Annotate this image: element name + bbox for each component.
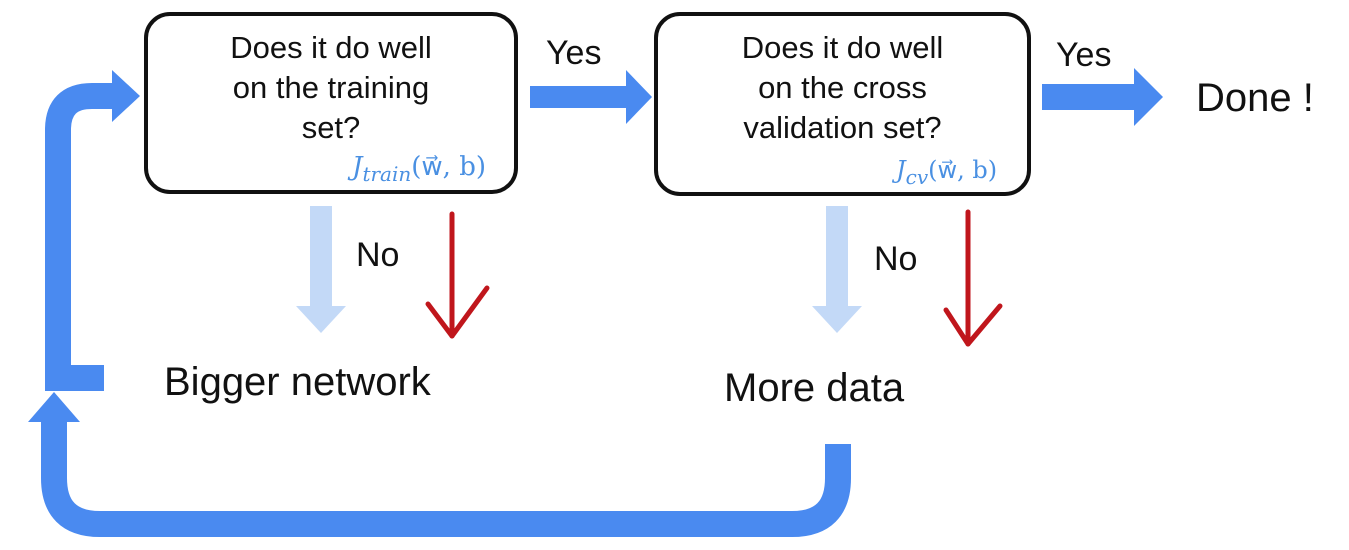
no-label-1: No (356, 236, 400, 274)
training-formula-subscript: train (362, 162, 412, 186)
training-question-line-3: set? (301, 110, 361, 145)
training-formula-j: J (352, 152, 363, 182)
training-decision-box (144, 12, 518, 194)
cv-question-line-3: validation set? (743, 110, 942, 145)
cv-cost-formula: Jcv(w⃗, b) (896, 156, 997, 189)
yes-arrow-2 (1042, 68, 1163, 126)
cv-question-line-2: on the cross (758, 70, 927, 105)
more-data-label: More data (724, 366, 905, 410)
loop-arrow-bigger-network (45, 70, 140, 391)
cv-decision-box (654, 12, 1031, 196)
cv-question-line-1: Does it do well (741, 30, 944, 65)
red-down-arrow-1 (425, 211, 490, 339)
training-question-line-1: Does it do well (230, 30, 432, 65)
bigger-network-label: Bigger network (164, 360, 431, 404)
cv-question: Does it do well on the cross validation … (656, 28, 1029, 148)
loop-arrow-more-data (28, 392, 851, 537)
training-question: Does it do well on the training set? (146, 28, 516, 148)
training-cost-formula: Jtrain(w⃗, b) (352, 152, 486, 186)
done-label: Done ! (1196, 76, 1314, 120)
yes-label-1: Yes (546, 34, 602, 72)
training-formula-args: (w⃗, b) (411, 152, 486, 182)
yes-arrow-1 (530, 70, 652, 124)
no-arrow-2 (812, 206, 862, 333)
yes-label-2: Yes (1056, 36, 1112, 74)
no-label-2: No (874, 240, 918, 278)
training-question-line-2: on the training (232, 70, 430, 105)
cv-formula-j: J (896, 156, 906, 184)
red-down-arrow-2 (943, 209, 1003, 347)
no-arrow-1 (296, 206, 346, 333)
cv-formula-subscript: cv (905, 165, 929, 189)
cv-formula-args: (w⃗, b) (928, 156, 998, 184)
